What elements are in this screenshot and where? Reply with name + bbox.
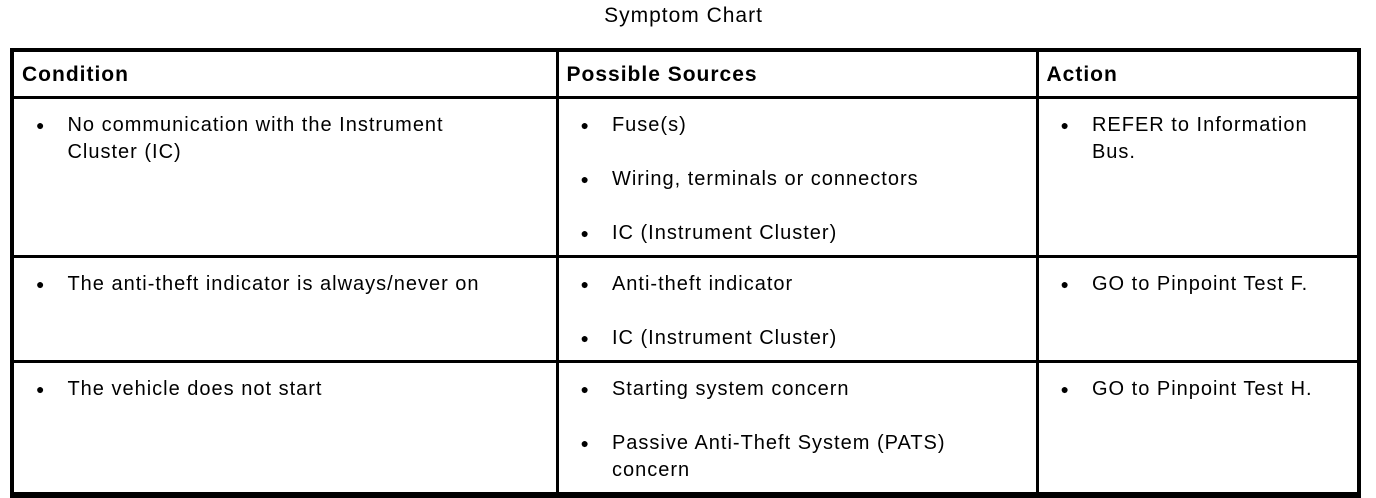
bullet-icon: ● — [36, 276, 46, 292]
table-row: ● The vehicle does not start ● Starting sy… — [10, 360, 1361, 497]
bullet-icon: ● — [580, 276, 590, 292]
bullet-item: ● IC (Instrument Cluster) — [559, 325, 1032, 352]
row-1-sources-cell: ● Fuse(s) ● Wiring, terminals or connectors… — [555, 96, 1039, 258]
bullet-icon: ● — [580, 225, 590, 241]
bullet-text: The anti-theft indicator is always/never… — [67, 273, 480, 295]
action-list: ● GO to Pinpoint Test F. — [1039, 271, 1354, 298]
bullet-text: Wiring, terminals or connectors — [611, 168, 919, 190]
bullet-item: ● The anti-theft indicator is always/neve… — [14, 271, 552, 298]
bullet-icon: ● — [36, 381, 46, 397]
bullet-item: ● Starting system concern — [559, 376, 1032, 403]
bullet-text: GO to Pinpoint Test H. — [1091, 378, 1313, 400]
bullet-icon: ● — [36, 117, 46, 133]
bullet-item: ● Anti-theft indicator — [559, 271, 1032, 298]
action-list: ● REFER to Information Bus. — [1039, 112, 1354, 166]
bullet-icon: ● — [580, 381, 590, 397]
bullet-icon: ● — [580, 171, 590, 187]
bullet-text: IC (Instrument Cluster) — [611, 327, 838, 349]
condition-list: ● The vehicle does not start — [14, 376, 552, 403]
bullet-item: ● Passive Anti-Theft System (PATS) concer… — [559, 430, 1032, 484]
row-1-condition-cell: ● No communication with the Instrument Cl… — [10, 96, 559, 258]
sources-list: ● Fuse(s) ● Wiring, terminals or connectors… — [559, 112, 1032, 247]
bullet-text: The vehicle does not start — [67, 378, 323, 400]
sources-list: ● Anti-theft indicator ● IC (Instrument Clu… — [559, 271, 1032, 352]
table-row: ● The anti-theft indicator is always/neve… — [10, 255, 1361, 363]
row-3-sources-cell: ● Starting system concern ● Passive Anti-Th… — [555, 360, 1039, 497]
bullet-item: ● The vehicle does not start — [14, 376, 552, 403]
bullet-text: IC (Instrument Cluster) — [611, 222, 838, 244]
table-row: ● No communication with the Instrument Cl… — [10, 96, 1361, 258]
header-cell-condition: Condition — [10, 48, 559, 99]
condition-list: ● No communication with the Instrument Cl… — [14, 112, 552, 166]
bullet-text: GO to Pinpoint Test F. — [1091, 273, 1309, 295]
header-cell-action: Action — [1035, 48, 1361, 99]
bullet-text: Starting system concern — [611, 378, 850, 400]
bullet-text: REFER to Information Bus. — [1091, 114, 1308, 163]
bullet-icon: ● — [580, 117, 590, 133]
row-1-action-cell: ● REFER to Information Bus. — [1035, 96, 1361, 258]
bullet-item: ● GO to Pinpoint Test F. — [1039, 271, 1354, 298]
row-3-condition-cell: ● The vehicle does not start — [10, 360, 559, 497]
bullet-item: ● IC (Instrument Cluster) — [559, 220, 1032, 247]
bullet-text: Fuse(s) — [611, 114, 687, 136]
row-3-action-cell: ● GO to Pinpoint Test H. — [1035, 360, 1361, 497]
row-2-condition-cell: ● The anti-theft indicator is always/neve… — [10, 255, 559, 363]
document-page: Symptom Chart Condition Possible Sources… — [10, 0, 1361, 498]
condition-list: ● The anti-theft indicator is always/neve… — [14, 271, 552, 298]
row-2-sources-cell: ● Anti-theft indicator ● IC (Instrument Clu… — [555, 255, 1039, 363]
page-title: Symptom Chart — [604, 4, 763, 27]
bullet-text: No communication with the Instrument Clu… — [67, 114, 444, 163]
action-list: ● GO to Pinpoint Test H. — [1039, 376, 1354, 403]
sources-list: ● Starting system concern ● Passive Anti-Th… — [559, 376, 1032, 484]
bullet-icon: ● — [580, 435, 590, 451]
bullet-item: ● Fuse(s) — [559, 112, 1032, 139]
bullet-item: ● REFER to Information Bus. — [1039, 112, 1354, 166]
bullet-icon: ● — [580, 330, 590, 346]
header-cell-possible-sources: Possible Sources — [555, 48, 1039, 99]
table-header-row: Condition Possible Sources Action — [10, 48, 1361, 99]
row-2-action-cell: ● GO to Pinpoint Test F. — [1035, 255, 1361, 363]
bullet-icon: ● — [1060, 381, 1070, 397]
bullet-text: Passive Anti-Theft System (PATS) concern — [611, 432, 946, 481]
bullet-item: ● GO to Pinpoint Test H. — [1039, 376, 1354, 403]
bullet-item: ● No communication with the Instrument Cl… — [14, 112, 552, 166]
bullet-item: ● Wiring, terminals or connectors — [559, 166, 1032, 193]
bullet-icon: ● — [1060, 117, 1070, 133]
symptom-table: Condition Possible Sources Action ● No co… — [10, 48, 1361, 498]
bullet-text: Anti-theft indicator — [611, 273, 794, 295]
bullet-icon: ● — [1060, 276, 1070, 292]
